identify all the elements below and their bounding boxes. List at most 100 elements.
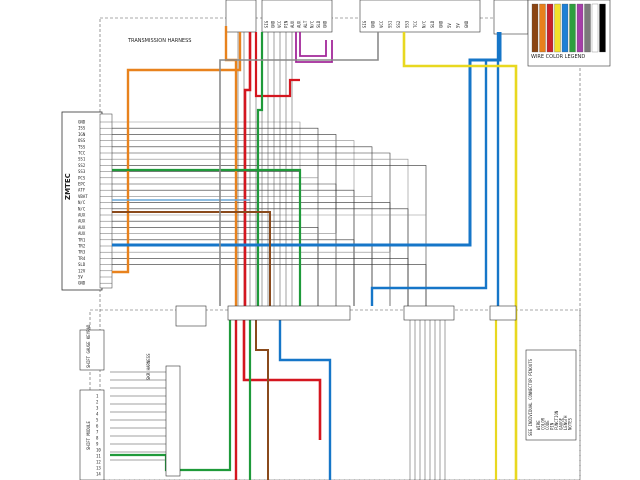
mid-connector-strip xyxy=(175,305,517,327)
zmtec-pin-label: SS2 xyxy=(78,163,86,168)
top-pin-label: SS2 xyxy=(396,20,401,28)
top-pin-label: AUX xyxy=(290,20,295,28)
top-pin-label: SIG xyxy=(362,20,367,28)
wire xyxy=(112,233,337,306)
legend-swatch xyxy=(569,3,576,53)
shift-pin-label: 7 xyxy=(96,430,99,435)
top-pin-label: SS1 xyxy=(388,20,393,28)
top-pin-label: GND xyxy=(464,20,469,28)
top-pin-label: SS3 xyxy=(405,20,410,28)
zmtec-pin-label: AUX xyxy=(78,213,86,218)
wire-color-legend: WIRE COLOR LEGEND xyxy=(527,0,611,67)
zmtec-module: ZMTEC GNDISSIGNOSSTSSTCCSS1SS2SS3PCSEPCA… xyxy=(61,111,113,291)
shift-pin-label: 13 xyxy=(96,466,101,471)
shift-pin-label: 11 xyxy=(96,454,101,459)
legend-swatch xyxy=(561,3,569,53)
legend-swatch xyxy=(539,3,546,53)
wire xyxy=(112,202,391,306)
transmission-harness-label: TRANSMISSION HARNESS xyxy=(127,38,191,44)
top-pin-label: VCC xyxy=(379,20,384,28)
zmtec-pin-label: SLD xyxy=(78,262,86,267)
legend-swatch xyxy=(591,3,599,53)
shift-gauge-keypad: SHIFT GAUGE KEYPAD xyxy=(79,324,105,371)
top-pin-label: TCC xyxy=(413,20,418,28)
shift-pin-label: 5 xyxy=(96,418,99,423)
wire xyxy=(256,32,264,306)
legend-swatch xyxy=(599,3,606,53)
skr-harness-connector: SKR HARNESS xyxy=(146,353,181,477)
wire xyxy=(299,32,327,57)
wire xyxy=(112,121,301,306)
wire xyxy=(112,171,301,306)
note-line: WIRE xyxy=(536,420,541,430)
note-line: CODE xyxy=(545,420,550,430)
top-pin-label: 5V xyxy=(447,23,452,28)
wire-bundle xyxy=(110,26,518,480)
shift-pin-label: 8 xyxy=(96,436,99,441)
wire xyxy=(255,320,269,480)
zmtec-pin-label: AUX xyxy=(78,231,86,236)
note-line: NOTES xyxy=(568,417,573,430)
shift-pin-label: 14 xyxy=(96,472,101,477)
wire xyxy=(224,26,238,306)
wire xyxy=(219,32,379,306)
wire xyxy=(112,239,355,306)
top-pin-label: GND xyxy=(271,20,276,28)
top-pin-label: GND xyxy=(439,20,444,28)
top-connector-a xyxy=(225,0,333,33)
zmtec-pin-label: 5V xyxy=(78,275,83,280)
wire xyxy=(112,32,242,274)
top-pin-label: N/C xyxy=(422,20,427,28)
wire xyxy=(112,208,409,306)
top-pin-label: GND xyxy=(371,20,376,28)
zmtec-pin-label: TR2 xyxy=(78,244,86,249)
note-line: LENGTH xyxy=(563,415,568,430)
wire xyxy=(112,134,337,306)
zmtec-label: ZMTEC xyxy=(64,173,72,200)
wire xyxy=(112,32,502,247)
shift-pin-label: 9 xyxy=(96,442,99,447)
zmtec-pin-label: TCC xyxy=(78,151,86,156)
top-pin-label: GND xyxy=(323,20,328,28)
legend-swatch xyxy=(554,3,561,53)
legend-swatch xyxy=(531,3,539,53)
top-pin-label: N/C xyxy=(310,20,315,28)
top-pin-label: SLD xyxy=(430,20,435,28)
zmtec-pin-label: TR4 xyxy=(78,256,86,261)
top-pin-label: PIN xyxy=(284,20,289,28)
note-line: PIN xyxy=(550,422,555,430)
note-line: FUNCTION xyxy=(554,410,559,430)
zmtec-pin-label: N/C xyxy=(78,206,86,211)
shift-pin-label: 3 xyxy=(96,406,99,411)
top-connector-b xyxy=(359,0,481,33)
note-line: COLOR xyxy=(541,417,546,430)
shift-pin-label: 10 xyxy=(96,448,101,453)
zmtec-pin-label: TR3 xyxy=(78,250,86,255)
legend-swatch xyxy=(576,3,584,53)
top-pin-label: 5V xyxy=(456,23,461,28)
legend-swatch xyxy=(584,3,591,53)
zmtec-pin-label: IGN xyxy=(78,132,86,137)
zmtec-pin-label: GND xyxy=(78,281,86,286)
note-line: GAUGE xyxy=(559,417,564,430)
wire xyxy=(370,60,488,306)
zmtec-pin-label: TSS xyxy=(78,144,86,149)
wire xyxy=(112,227,319,306)
zmtec-pin-label: TR1 xyxy=(78,237,86,242)
top-pin-label: AUX xyxy=(297,20,302,28)
wire xyxy=(112,158,409,306)
zmtec-pin-label: SS3 xyxy=(78,169,86,174)
zmtec-pin-label: 12V xyxy=(78,268,86,273)
svg-text:SHIFT MODULE: SHIFT MODULE xyxy=(86,421,91,450)
shift-pin-label: 12 xyxy=(96,460,101,465)
top-pin-label: VCC xyxy=(277,20,282,28)
shift-pin-label: 1 xyxy=(96,394,99,399)
shift-pin-label: 6 xyxy=(96,424,99,429)
zmtec-pin-label: AUX xyxy=(78,225,86,230)
zmtec-pin-label: SS1 xyxy=(78,157,86,162)
